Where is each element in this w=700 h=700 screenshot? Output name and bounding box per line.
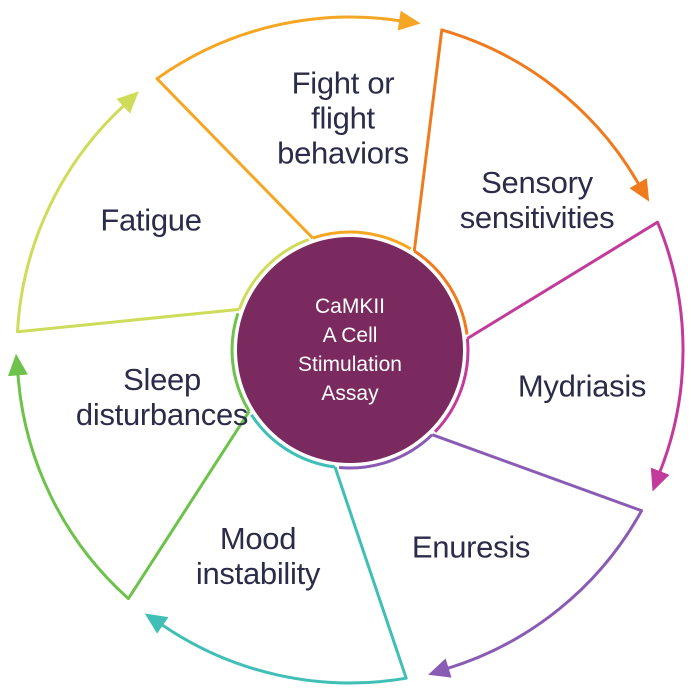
arrow-icon xyxy=(650,467,670,492)
arrow-icon xyxy=(116,91,139,114)
segment-inner-arc-fight-or-flight xyxy=(413,249,469,335)
segment-fight-or-flight xyxy=(412,28,650,335)
segment-outline-sensory-sensitivities xyxy=(466,220,685,475)
segment-enuresis xyxy=(144,413,408,685)
center-circle xyxy=(237,237,463,463)
segment-outline-fight-or-flight xyxy=(412,28,641,252)
segment-inner-arc-mood-instability xyxy=(230,312,251,413)
segment-label-mood-instability: Mood instability xyxy=(195,521,321,591)
center-title: CaMKII A Cell Stimulation Assay xyxy=(298,295,402,405)
arrow-icon xyxy=(428,658,452,678)
arrow-icon xyxy=(144,613,169,634)
segment-outline-sleep-disturbances xyxy=(16,103,240,334)
segment-label-enuresis: Enuresis xyxy=(411,529,531,565)
segment-outline-enuresis xyxy=(159,466,408,685)
segment-sensory-sensitivities xyxy=(434,220,685,492)
segment-mydriasis xyxy=(338,433,644,678)
segment-inner-arc-enuresis xyxy=(250,413,336,469)
segment-label-sleep-disturbances: Sleep disturbances xyxy=(75,362,249,432)
arrow-icon xyxy=(397,10,421,31)
segment-outline-fatigue xyxy=(155,15,403,240)
arrow-icon xyxy=(629,178,650,202)
segment-mood-instability xyxy=(8,312,251,601)
segment-label-fatigue: Fatigue xyxy=(100,202,202,238)
segment-outline-mood-instability xyxy=(16,372,251,601)
segment-label-fight-or-flight: Fight or flight behaviors xyxy=(277,65,409,171)
segment-sleep-disturbances xyxy=(16,91,310,334)
segment-fatigue xyxy=(155,10,421,251)
segment-inner-arc-sleep-disturbances xyxy=(237,237,310,310)
arrow-icon xyxy=(8,353,28,377)
segment-label-sensory-sensitivities: Sensory sensitivities xyxy=(459,165,615,235)
segment-label-mydriasis: Mydriasis xyxy=(517,368,647,404)
segment-inner-arc-sensory-sensitivities xyxy=(434,338,470,433)
segment-inner-arc-mydriasis xyxy=(338,433,434,470)
segment-inner-arc-fatigue xyxy=(312,230,412,251)
segment-outline-mydriasis xyxy=(431,433,644,671)
